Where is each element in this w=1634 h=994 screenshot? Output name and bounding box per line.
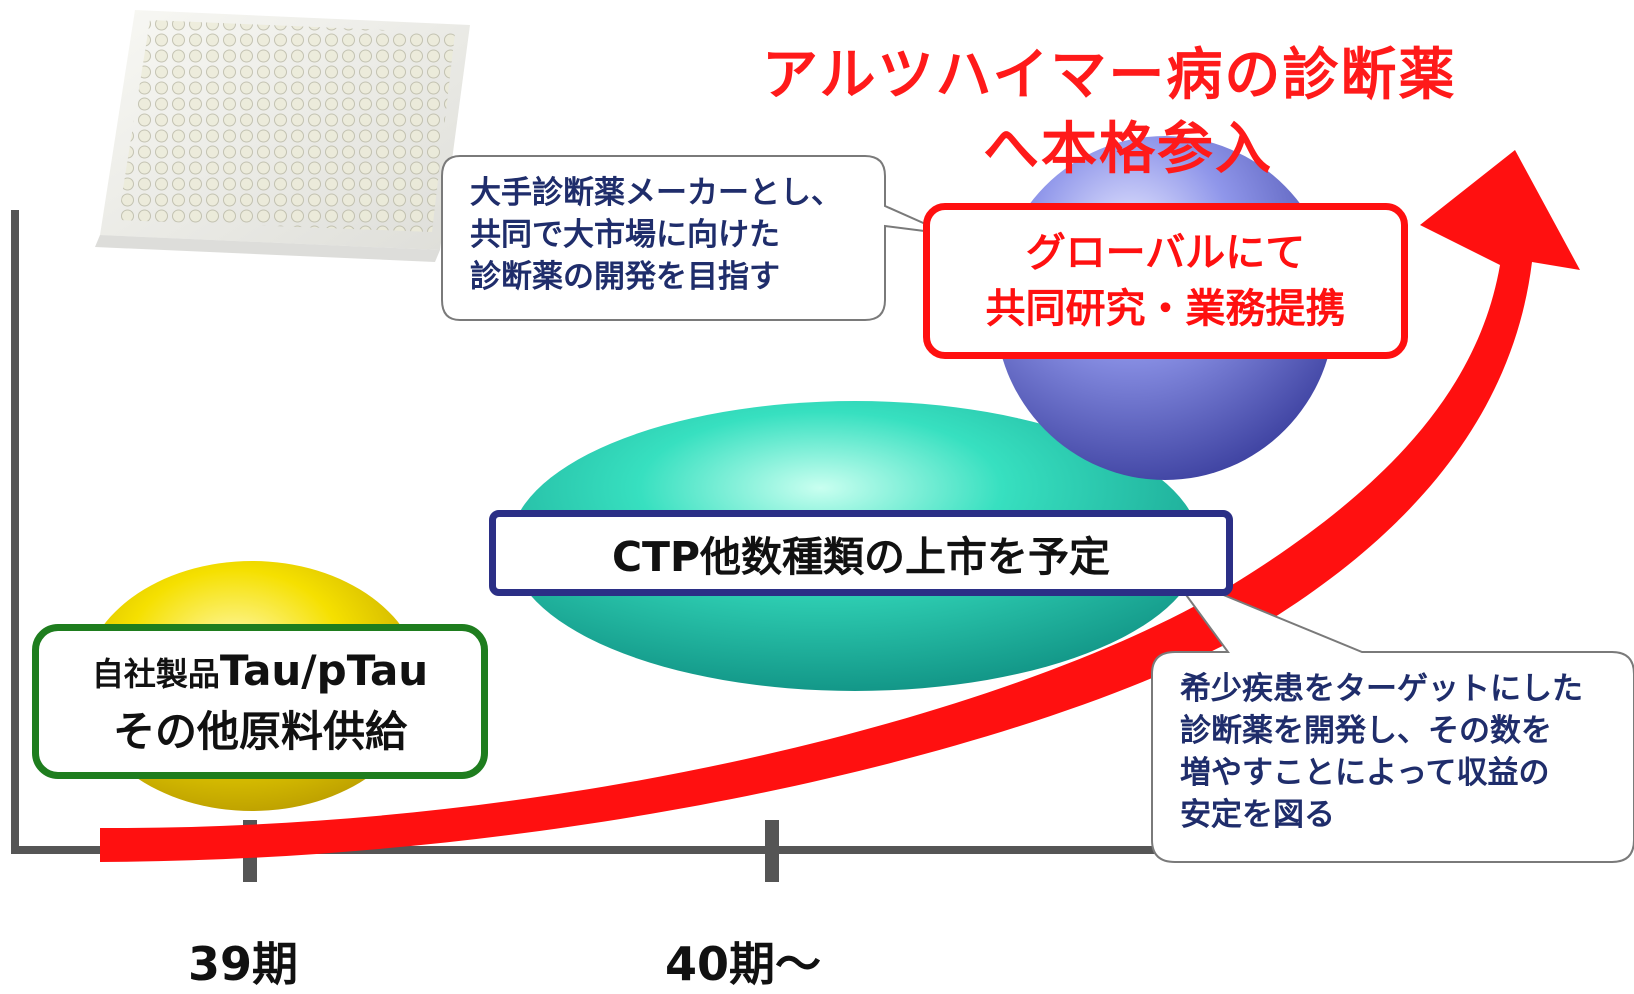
callout-right-line: 安定を図る [1180,797,1335,833]
callout-right-line: 希少疾患をターゲットにした [1180,671,1583,707]
callout-right-text: 希少疾患をターゲットにした 診断薬を開発し、その数を 増やすことによって収益の … [1180,668,1583,836]
callout-right-line: 診断薬を開発し、その数を [1180,713,1552,749]
callout-top-line: 診断薬の開発を目指す [470,259,780,295]
stage3-line1: グローバルにて [1025,230,1306,276]
stage1-box: 自社製品Tau/pTau その他原料供給 [32,624,488,779]
callout-top-shape [441,155,949,321]
stage3-line2: 共同研究・業務提携 [985,286,1346,332]
headline-line1: アルツハイマー病の診断薬 [762,43,1457,108]
x-tick-label-39: 39期 [188,937,299,991]
microplate-image [95,10,470,262]
callout-right-line: 増やすことによって収益の [1180,755,1550,791]
stage1-line2: その他原料供給 [112,707,407,756]
stage1-line1-latin: Tau/pTau [219,646,429,695]
x-tick-label-40: 40期～ [665,937,822,991]
stage3-box: グローバルにて 共同研究・業務提携 [923,203,1408,359]
callout-top-text: 大手診断薬メーカーとし、 共同で大市場に向けた 診断薬の開発を目指す [470,172,842,298]
stage2-label: CTP他数種類の上市を予定 [611,533,1111,581]
callout-top-line: 共同で大市場に向けた [470,217,780,253]
stage1-line1-kanji: 自社製品 [91,655,220,693]
callout-right-shape [1151,570,1634,863]
headline-line2: へ本格参入 [983,117,1273,182]
stage2-box: CTP他数種類の上市を予定 [489,510,1233,596]
growth-arrow [100,150,1580,862]
callout-top-line: 大手診断薬メーカーとし、 [470,175,842,211]
